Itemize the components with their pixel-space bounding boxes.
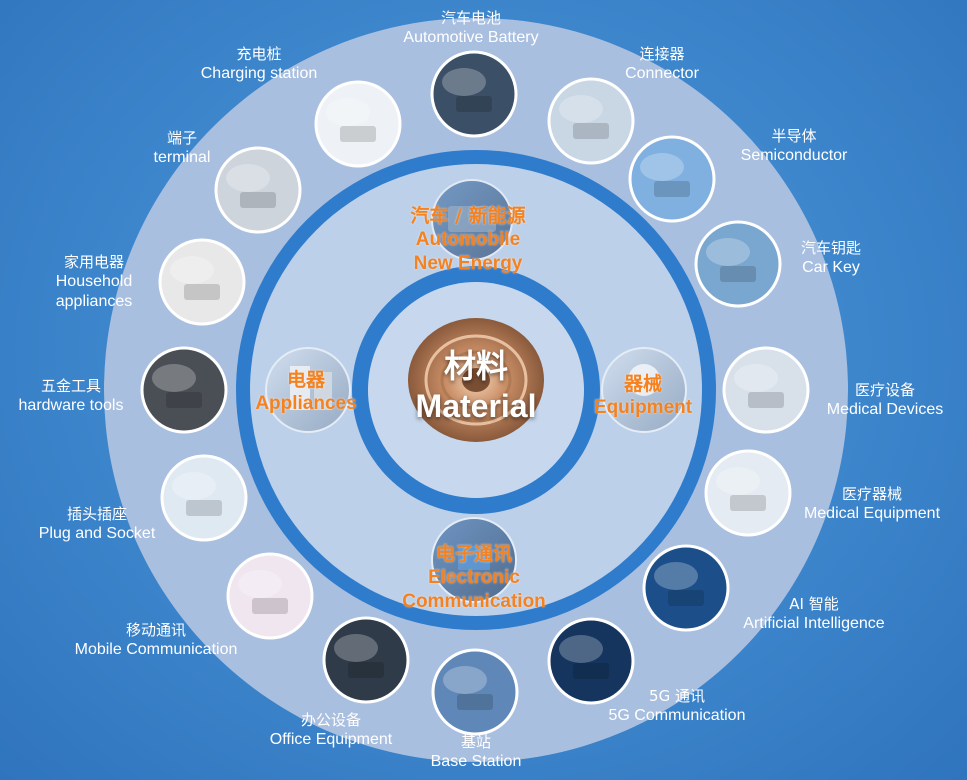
label-5g: 5G 通讯 5G Communication: [594, 686, 760, 726]
label-en2: appliances: [55, 293, 133, 310]
label-zh: 医疗设备: [854, 381, 915, 399]
label-en: Connector: [625, 65, 699, 82]
label-zh: 家用电器: [63, 253, 124, 271]
segment-equipment-zh: 器械: [623, 373, 662, 395]
terminal-pin-icon: [214, 146, 302, 234]
label-office-equipment: 办公设备 Office Equipment: [256, 710, 406, 750]
segment-appliances-zh: 电器: [286, 369, 325, 391]
label-zh: 连接器: [639, 45, 685, 63]
label-zh: AI 智能: [789, 595, 839, 613]
label-zh: 充电桩: [236, 45, 282, 63]
label-connector: 连接器 Connector: [610, 44, 714, 84]
label-en: Plug and Socket: [38, 525, 156, 542]
label-en: Office Equipment: [269, 731, 393, 748]
segment-automobile-en1: Automobile: [415, 229, 521, 250]
center-label-en: Material: [415, 388, 537, 424]
segment-electronic-en2: Communication: [402, 591, 546, 612]
label-zh: 医疗器械: [841, 485, 902, 503]
tools-icon: [140, 346, 228, 434]
label-hardware-tools: 五金工具 hardware tools: [6, 376, 136, 416]
syringe-icon: [704, 449, 792, 537]
center-label: 材料 Material: [396, 346, 556, 426]
label-car-key: 汽车钥匙 Car Key: [790, 238, 872, 278]
label-zh: 移动通讯: [125, 621, 186, 639]
car-key-icon: [694, 220, 782, 308]
segment-label-electronic: 电子通讯 Electronic Communication: [384, 542, 564, 614]
label-zh: 5G 通讯: [649, 687, 705, 705]
label-automotive-battery: 汽车电池 Automotive Battery: [386, 8, 556, 48]
label-terminal: 端子 terminal: [142, 128, 222, 168]
label-medical-equipment: 医疗器械 Medical Equipment: [790, 484, 954, 524]
label-zh: 半导体: [771, 127, 817, 145]
satellite-icon: [547, 617, 635, 705]
label-en: terminal: [153, 149, 211, 166]
application-photos: [140, 50, 810, 736]
label-en: Car Key: [802, 259, 860, 276]
label-mobile: 移动通讯 Mobile Communication: [56, 620, 256, 660]
label-base-station: 基站 Base Station: [420, 732, 532, 772]
chip-icon: [628, 135, 716, 223]
label-zh: 插头插座: [66, 505, 127, 523]
label-zh: 基站: [460, 733, 491, 751]
label-zh: 汽车电池: [440, 9, 501, 27]
label-household: 家用电器 Household appliances: [44, 252, 144, 312]
label-en: Artificial Intelligence: [743, 615, 885, 632]
label-zh: 五金工具: [40, 377, 101, 395]
label-medical-devices: 医疗设备 Medical Devices: [816, 380, 954, 420]
label-charging: 充电桩 Charging station: [188, 44, 330, 84]
label-en: 5G Communication: [608, 707, 746, 724]
tower-icon: [431, 648, 519, 736]
segment-label-appliances: 电器 Appliances: [244, 368, 368, 416]
plug-icon: [160, 454, 248, 542]
segment-automobile-en2: New Energy: [413, 253, 523, 274]
segment-electronic-en1: Electronic: [428, 567, 520, 588]
label-en: Semiconductor: [740, 147, 848, 164]
segment-appliances-en1: Appliances: [255, 393, 357, 414]
battery-module-icon: [431, 179, 513, 261]
circuit-board-icon: [431, 517, 517, 603]
smartphone-icon: [226, 552, 314, 640]
label-en1: Household: [55, 273, 133, 290]
segment-label-equipment: 器械 Equipment: [578, 372, 708, 420]
label-en: Base Station: [430, 753, 522, 770]
appliance-icon: [265, 347, 351, 433]
surgical-robot-icon: [722, 346, 810, 434]
label-plug-socket: 插头插座 Plug and Socket: [28, 504, 166, 544]
label-semiconductor: 半导体 Semiconductor: [728, 126, 860, 166]
label-en: Medical Devices: [826, 401, 944, 418]
label-en: Medical Equipment: [803, 505, 941, 522]
label-en: hardware tools: [18, 397, 124, 414]
lab-equipment-icon: [601, 347, 687, 433]
segment-automobile-zh: 汽车 / 新能源: [410, 205, 526, 227]
label-zh: 汽车钥匙: [800, 239, 861, 257]
label-en: Automotive Battery: [403, 29, 539, 46]
kitchen-appliance-icon: [158, 238, 246, 326]
segment-label-automobile: 汽车 / 新能源 Automobile New Energy: [388, 204, 548, 276]
label-en: Mobile Communication: [74, 641, 238, 658]
segment-electronic-zh: 电子通讯: [435, 543, 512, 565]
segment-equipment-en1: Equipment: [593, 397, 693, 418]
ai-chip-icon: [642, 544, 730, 632]
battery-pack-icon: [430, 50, 518, 138]
label-en: Charging station: [200, 65, 318, 82]
label-zh: 端子: [166, 129, 197, 147]
connector-icon: [547, 77, 635, 165]
copper-coil-icon: [408, 318, 544, 442]
computer-icon: [322, 616, 410, 704]
charging-station-icon: [314, 80, 402, 168]
label-ai: AI 智能 Artificial Intelligence: [726, 594, 902, 634]
label-zh: 办公设备: [300, 711, 361, 729]
center-label-zh: 材料: [443, 347, 508, 385]
